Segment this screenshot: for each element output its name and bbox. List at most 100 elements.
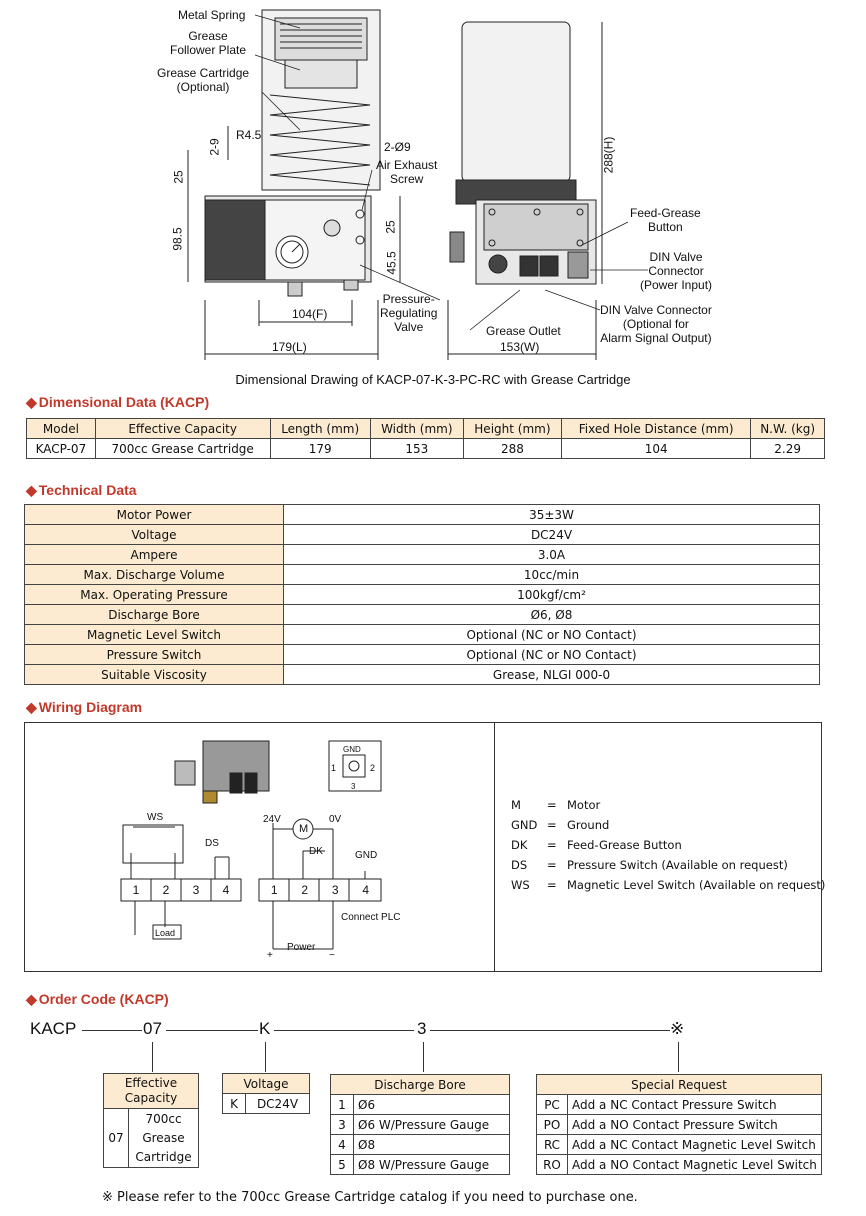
option-code: 5 — [330, 1154, 354, 1175]
label-c1: 1 — [331, 763, 337, 773]
code-note-mark: ※ — [670, 1019, 685, 1038]
spec-label: Max. Discharge Volume — [24, 564, 284, 585]
th-height: Height (mm) — [462, 418, 563, 439]
legend-value: Ground — [567, 818, 610, 832]
terminal-block-right — [258, 878, 382, 902]
td-height: 288 — [462, 438, 563, 459]
legend-eq: = — [547, 878, 557, 892]
wiring-box: WS DS DK 24V 0V M GND Load Connect PLC P… — [24, 722, 825, 972]
option-label: Ø8 — [353, 1134, 510, 1155]
legend-value: Feed-Grease Button — [567, 838, 682, 852]
legend-eq: = — [547, 798, 557, 812]
code-kacp: KACP — [30, 1019, 77, 1038]
code-connector — [423, 1042, 424, 1072]
label-c2: 2 — [370, 763, 376, 773]
option-label: Add a NC Contact Pressure Switch — [567, 1094, 822, 1115]
option-code: 4 — [330, 1134, 354, 1155]
spec-value: DC24V — [283, 524, 820, 545]
table-header-row: Model Effective Capacity Length (mm) Wid… — [26, 418, 825, 439]
legend-row: DS=Pressure Switch (Available on request… — [511, 858, 811, 878]
legend-row: WS = Magnetic Level Switch (Available on r… — [511, 878, 825, 898]
label-153w: 153(W) — [500, 340, 540, 354]
code-connector — [265, 1042, 266, 1072]
gnd-connector-box — [328, 740, 382, 792]
th-width: Width (mm) — [369, 418, 464, 439]
legend-value: Magnetic Level Switch (Available on requ… — [567, 878, 826, 892]
option-code: RO — [536, 1154, 568, 1175]
label-dk: DK — [309, 846, 323, 857]
terminal-number: 4 — [362, 883, 370, 897]
section-title: Order Code (KACP) — [38, 991, 169, 1007]
wiring-divider — [494, 723, 495, 971]
label-din-power: DIN Valve Connector (Power Input) — [640, 250, 713, 292]
legend-row: GND=Ground — [511, 818, 811, 838]
option-code: RC — [536, 1134, 568, 1155]
option-label: Add a NO Contact Pressure Switch — [567, 1114, 822, 1135]
voltage-value: DC24V — [245, 1093, 310, 1114]
capacity-table: Effective Capacity 07 700cc Grease Cartr… — [103, 1073, 199, 1168]
terminal-number: 3 — [192, 883, 200, 897]
code-07: 07 — [143, 1019, 162, 1038]
label-din-alarm: DIN Valve Connector (Optional for Alarm … — [600, 303, 712, 345]
drawing-caption: Dimensional Drawing of KACP-07-K-3-PC-RC… — [235, 372, 631, 387]
th-nw: N.W. (kg) — [750, 418, 825, 439]
label-air-exhaust: Air Exhaust Screw — [376, 158, 438, 186]
td-width: 153 — [369, 438, 464, 459]
label-m: M — [299, 823, 309, 835]
legend-key: M — [511, 798, 521, 812]
label-25b: 25 — [383, 220, 398, 234]
th-length: Length (mm) — [269, 418, 371, 439]
code-k: K — [259, 1019, 271, 1038]
section-technical: ◆Technical Data — [26, 482, 137, 499]
legend-value: Motor — [567, 798, 601, 812]
label-power: Power — [287, 942, 316, 953]
terminal-number: 2 — [301, 883, 309, 897]
td-capacity: 700cc Grease Cartridge — [94, 438, 271, 459]
diamond-icon: ◆ — [26, 394, 37, 410]
legend-value: Pressure Switch (Available on request) — [567, 858, 788, 872]
spec-label: Magnetic Level Switch — [24, 624, 284, 645]
terminal-number: 2 — [162, 883, 170, 897]
spec-label: Max. Operating Pressure — [24, 584, 284, 605]
code-dash — [82, 1030, 142, 1031]
spec-label: Pressure Switch — [24, 644, 284, 665]
capacity-value: 700cc Grease Cartridge — [128, 1108, 199, 1168]
label-45-5: 45.5 — [384, 251, 399, 275]
option-label: Ø6 W/Pressure Gauge — [353, 1114, 510, 1135]
terminal-number: 3 — [331, 883, 339, 897]
spec-value: Ø6, Ø8 — [283, 604, 820, 625]
pump-drawing-svg — [187, 9, 648, 360]
special-header: Special Request — [536, 1074, 822, 1095]
legend-eq: = — [547, 858, 557, 872]
label-connect-plc: Connect PLC — [341, 912, 401, 923]
diamond-icon: ◆ — [26, 991, 37, 1007]
spec-value: Optional (NC or NO Contact) — [283, 624, 820, 645]
spec-value: 3.0A — [283, 544, 820, 565]
td-hole: 104 — [561, 438, 752, 459]
legend-row: DK=Feed-Grease Button — [511, 838, 811, 858]
terminal-number: 4 — [222, 883, 230, 897]
option-code: PO — [536, 1114, 568, 1135]
ws-box — [122, 824, 184, 864]
spec-value: Grease, NLGI 000-0 — [283, 664, 820, 685]
label-grease-outlet: Grease Outlet — [486, 324, 561, 338]
option-label: Add a NO Contact Magnetic Level Switch — [567, 1154, 822, 1175]
legend-key: WS — [511, 878, 530, 892]
label-feed-grease: Feed-Grease Button — [630, 206, 701, 234]
spec-label: Voltage — [24, 524, 284, 545]
code-connector — [152, 1042, 153, 1072]
wiring-svg — [120, 740, 382, 950]
spec-value: Optional (NC or NO Contact) — [283, 644, 820, 665]
